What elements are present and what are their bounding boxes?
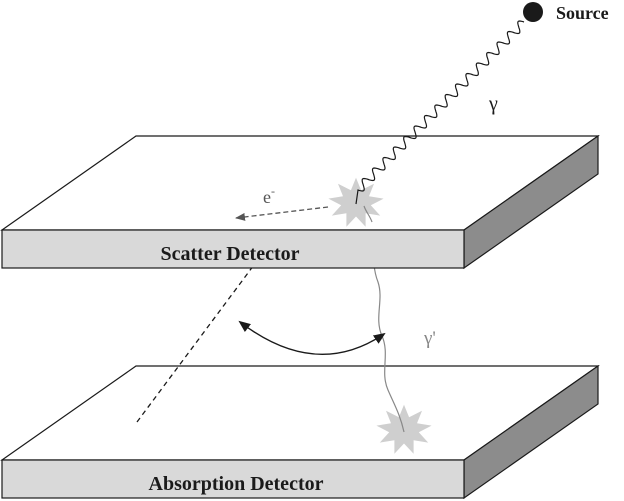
electron-symbol: e [263, 187, 271, 207]
absorption-detector: Absorption Detector [2, 366, 598, 498]
gamma-prime-label: γ' [423, 328, 436, 349]
scatter-detector-label: Scatter Detector [161, 243, 300, 265]
gamma-label: γ [488, 93, 498, 115]
scattering-angle-arc [240, 322, 384, 354]
source-label: Source [556, 3, 609, 23]
electron-charge: - [271, 184, 275, 198]
scatter-detector: Scatter Detector [2, 136, 598, 268]
source-dot [523, 2, 543, 22]
absorption-detector-label: Absorption Detector [149, 473, 324, 495]
